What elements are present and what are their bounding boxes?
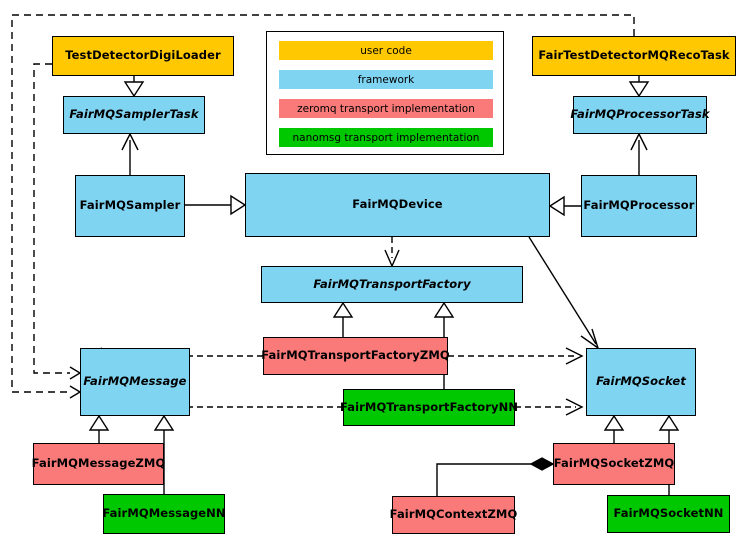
association-device-socket bbox=[528, 236, 600, 350]
class-box-FairMQMessageZMQ[interactable]: FairMQMessageZMQ bbox=[31, 443, 166, 485]
generalization-digiloader-samplertask bbox=[123, 76, 145, 98]
class-box-FairMQSocketNN[interactable]: FairMQSocketNN bbox=[607, 495, 730, 533]
class-label: FairMQTransportFactoryZMQ bbox=[261, 348, 450, 363]
class-box-FairMQTransportFactoryZMQ[interactable]: FairMQTransportFactoryZMQ bbox=[261, 337, 450, 375]
generalization-recotask-processortask bbox=[628, 76, 650, 98]
class-label: FairMQTransportFactoryNN bbox=[339, 399, 519, 414]
class-box-FairMQMessageNN[interactable]: FairMQMessageNN bbox=[102, 494, 226, 534]
class-box-FairMQContextZMQ[interactable]: FairMQContextZMQ bbox=[389, 496, 518, 534]
legend-item-zeromq: zeromq transport implementation bbox=[279, 99, 493, 118]
generalization-sampler-device bbox=[185, 194, 247, 216]
class-label: FairMQSampler bbox=[79, 198, 181, 213]
class-box-FairMQTransportFactoryNN[interactable]: FairMQTransportFactoryNN bbox=[339, 389, 519, 426]
association-sampler-samplertask bbox=[121, 132, 139, 175]
class-label: FairMQTransportFactory bbox=[313, 276, 471, 291]
legend-item-framework: framework bbox=[279, 70, 493, 89]
class-label: FairMQSamplerTask bbox=[69, 107, 199, 122]
generalization-transportfactoryzmq-factory bbox=[332, 301, 354, 337]
class-label: FairMQProcessorTask bbox=[570, 107, 710, 122]
class-box-FairMQProcessorTask[interactable]: FairMQProcessorTask bbox=[570, 96, 710, 134]
class-box-FairMQSocketZMQ[interactable]: FairMQSocketZMQ bbox=[553, 443, 675, 485]
generalization-socketzmq-socket bbox=[603, 414, 625, 443]
legend-box: user code framework zeromq transport imp… bbox=[266, 31, 504, 155]
class-label: TestDetectorDigiLoader bbox=[65, 48, 221, 63]
class-box-FairMQSocket[interactable]: FairMQSocket bbox=[586, 348, 696, 416]
class-box-FairMQTransportFactory[interactable]: FairMQTransportFactory bbox=[261, 266, 523, 303]
class-box-TestDetectorDigiLoader[interactable]: TestDetectorDigiLoader bbox=[52, 36, 234, 76]
class-box-FairMQSamplerTask[interactable]: FairMQSamplerTask bbox=[63, 96, 205, 134]
class-box-FairMQMessage[interactable]: FairMQMessage bbox=[80, 348, 190, 416]
dependency-device-transportfactory bbox=[384, 237, 400, 268]
class-label: FairMQSocketZMQ bbox=[553, 456, 675, 471]
class-box-FairMQDevice[interactable]: FairMQDevice bbox=[245, 173, 550, 237]
class-label: FairMQDevice bbox=[352, 197, 443, 212]
class-label: FairMQMessageZMQ bbox=[31, 456, 166, 471]
class-label: FairMQContextZMQ bbox=[389, 507, 518, 522]
class-label: FairMQMessageNN bbox=[102, 506, 226, 521]
legend-item-nanomsg: nanomsg transport implementation bbox=[279, 128, 493, 147]
class-label: FairMQSocket bbox=[596, 374, 686, 389]
dependency-transportfactorynn-socket bbox=[515, 398, 584, 416]
class-label: FairMQMessage bbox=[83, 374, 187, 389]
class-label: FairMQSocketNN bbox=[613, 506, 724, 521]
generalization-processor-device bbox=[548, 195, 581, 217]
legend-item-user-code: user code bbox=[279, 41, 493, 60]
composition-contextzmq-socketzmq bbox=[436, 457, 555, 496]
class-label: FairTestDetectorMQRecoTask bbox=[538, 48, 730, 63]
association-processor-processortask bbox=[630, 132, 648, 175]
class-box-FairMQProcessor[interactable]: FairMQProcessor bbox=[581, 175, 697, 237]
class-box-FairMQSampler[interactable]: FairMQSampler bbox=[75, 175, 185, 237]
generalization-messagezmq-message bbox=[88, 414, 110, 443]
class-box-FairTestDetectorMQRecoTask[interactable]: FairTestDetectorMQRecoTask bbox=[532, 36, 736, 76]
dependency-transportfactoryzmq-socket bbox=[448, 347, 584, 365]
class-label: FairMQProcessor bbox=[583, 198, 695, 213]
